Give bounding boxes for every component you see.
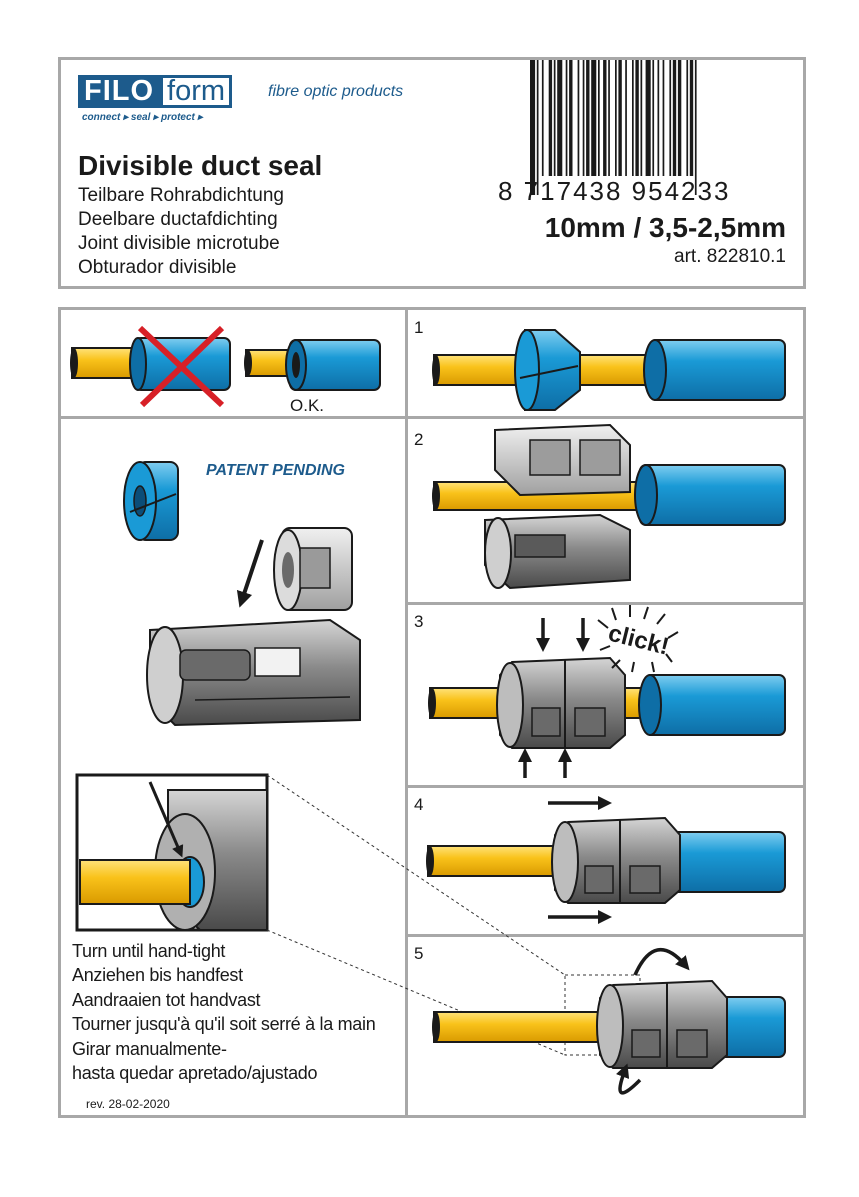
barcode-bar bbox=[591, 60, 597, 176]
article-number: art. 822810.1 bbox=[674, 246, 786, 267]
ok-example bbox=[244, 339, 381, 391]
ok-label: O.K. bbox=[290, 396, 325, 415]
barcode-bar bbox=[603, 60, 607, 176]
barcode-bar bbox=[569, 60, 573, 176]
barcode-bar bbox=[548, 60, 553, 176]
divider-step4 bbox=[405, 934, 806, 937]
instructions-panel bbox=[58, 307, 806, 1118]
logo-part1: FILO bbox=[78, 75, 161, 108]
divider-left-top bbox=[58, 416, 408, 419]
barcode-bar bbox=[652, 60, 655, 176]
divider-step1 bbox=[405, 416, 806, 419]
step4-illustration bbox=[426, 796, 786, 924]
revision-date: rev. 28-02-2020 bbox=[86, 1097, 170, 1111]
title-translation-de: Teilbare Rohrabdichtung bbox=[78, 185, 284, 206]
filoform-logo: FILO form bbox=[78, 75, 233, 108]
housing-half bbox=[146, 618, 361, 727]
barcode-bar bbox=[615, 60, 617, 176]
barcode-bar bbox=[686, 60, 689, 176]
barcode-bar bbox=[557, 60, 563, 176]
barcode-bar bbox=[635, 60, 639, 176]
barcode-bar bbox=[632, 60, 634, 176]
barcode-bar bbox=[689, 60, 694, 176]
barcode-number: 8 717438 954233 bbox=[498, 176, 731, 206]
seal-insert-part bbox=[273, 527, 353, 611]
barcode-bar bbox=[618, 60, 622, 176]
barcode-bar bbox=[598, 60, 600, 176]
click-text: click! bbox=[606, 620, 672, 661]
barcode-bar bbox=[553, 60, 556, 176]
step2-illustration bbox=[432, 423, 786, 590]
barcode-bar bbox=[582, 60, 585, 176]
barcode-bar bbox=[677, 60, 682, 176]
header-panel bbox=[58, 57, 806, 289]
title-translation-nl: Deelbare ductafdichting bbox=[78, 209, 278, 230]
barcode bbox=[530, 60, 697, 195]
step-number-4: 4 bbox=[414, 795, 424, 814]
step-number-5: 5 bbox=[414, 944, 424, 963]
barcode-bar bbox=[645, 60, 651, 176]
product-title: Divisible duct seal bbox=[78, 150, 323, 181]
divider-step2 bbox=[405, 602, 806, 605]
barcode-bar bbox=[657, 60, 660, 176]
barcode-bar bbox=[662, 60, 665, 176]
tagline: fibre optic products bbox=[268, 83, 404, 100]
barcode-bar bbox=[530, 60, 536, 195]
step1-illustration bbox=[432, 329, 786, 411]
size-spec: 10mm / 3,5-2,5mm bbox=[544, 212, 786, 243]
instruction-es-1: Girar manualmente- bbox=[72, 1039, 227, 1059]
step-number-1: 1 bbox=[414, 318, 424, 337]
barcode-bar bbox=[541, 60, 544, 176]
title-translation-fr: Joint divisible microtube bbox=[78, 233, 280, 254]
instruction-fr: Tourner jusqu'à qu'il soit serré à la ma… bbox=[72, 1014, 376, 1034]
patent-pending-label: PATENT PENDING bbox=[206, 462, 345, 479]
barcode-bar bbox=[694, 60, 697, 195]
step-number-2: 2 bbox=[414, 430, 424, 449]
wrong-example bbox=[70, 325, 231, 408]
divider-step3 bbox=[405, 785, 806, 788]
instruction-en: Turn until hand-tight bbox=[72, 941, 226, 961]
barcode-bar bbox=[577, 60, 580, 176]
zoom-detail bbox=[75, 773, 269, 932]
divider-vertical bbox=[405, 307, 408, 1118]
step3-illustration bbox=[428, 605, 786, 778]
step5-illustration bbox=[432, 947, 786, 1095]
barcode-bar bbox=[672, 60, 677, 176]
instruction-de: Anziehen bis handfest bbox=[72, 965, 243, 985]
barcode-bar bbox=[536, 60, 539, 195]
barcode-bar bbox=[565, 60, 568, 176]
split-seal-ring bbox=[123, 461, 179, 541]
barcode-bar bbox=[669, 60, 672, 176]
slogan: connect ▸ seal ▸ protect ▸ bbox=[82, 112, 203, 123]
insert-arrow bbox=[236, 539, 264, 608]
barcode-bar bbox=[640, 60, 643, 176]
barcode-bar bbox=[608, 60, 610, 176]
step-number-3: 3 bbox=[414, 612, 424, 631]
instruction-nl: Aandraaien tot handvast bbox=[72, 990, 261, 1010]
barcode-bar bbox=[625, 60, 627, 176]
instruction-es-2: hasta quedar apretado/ajustado bbox=[72, 1063, 318, 1083]
click-burst bbox=[597, 605, 679, 673]
logo-part2: form bbox=[160, 75, 233, 108]
barcode-bar bbox=[586, 60, 590, 176]
title-translation-es: Obturador divisible bbox=[78, 257, 237, 278]
